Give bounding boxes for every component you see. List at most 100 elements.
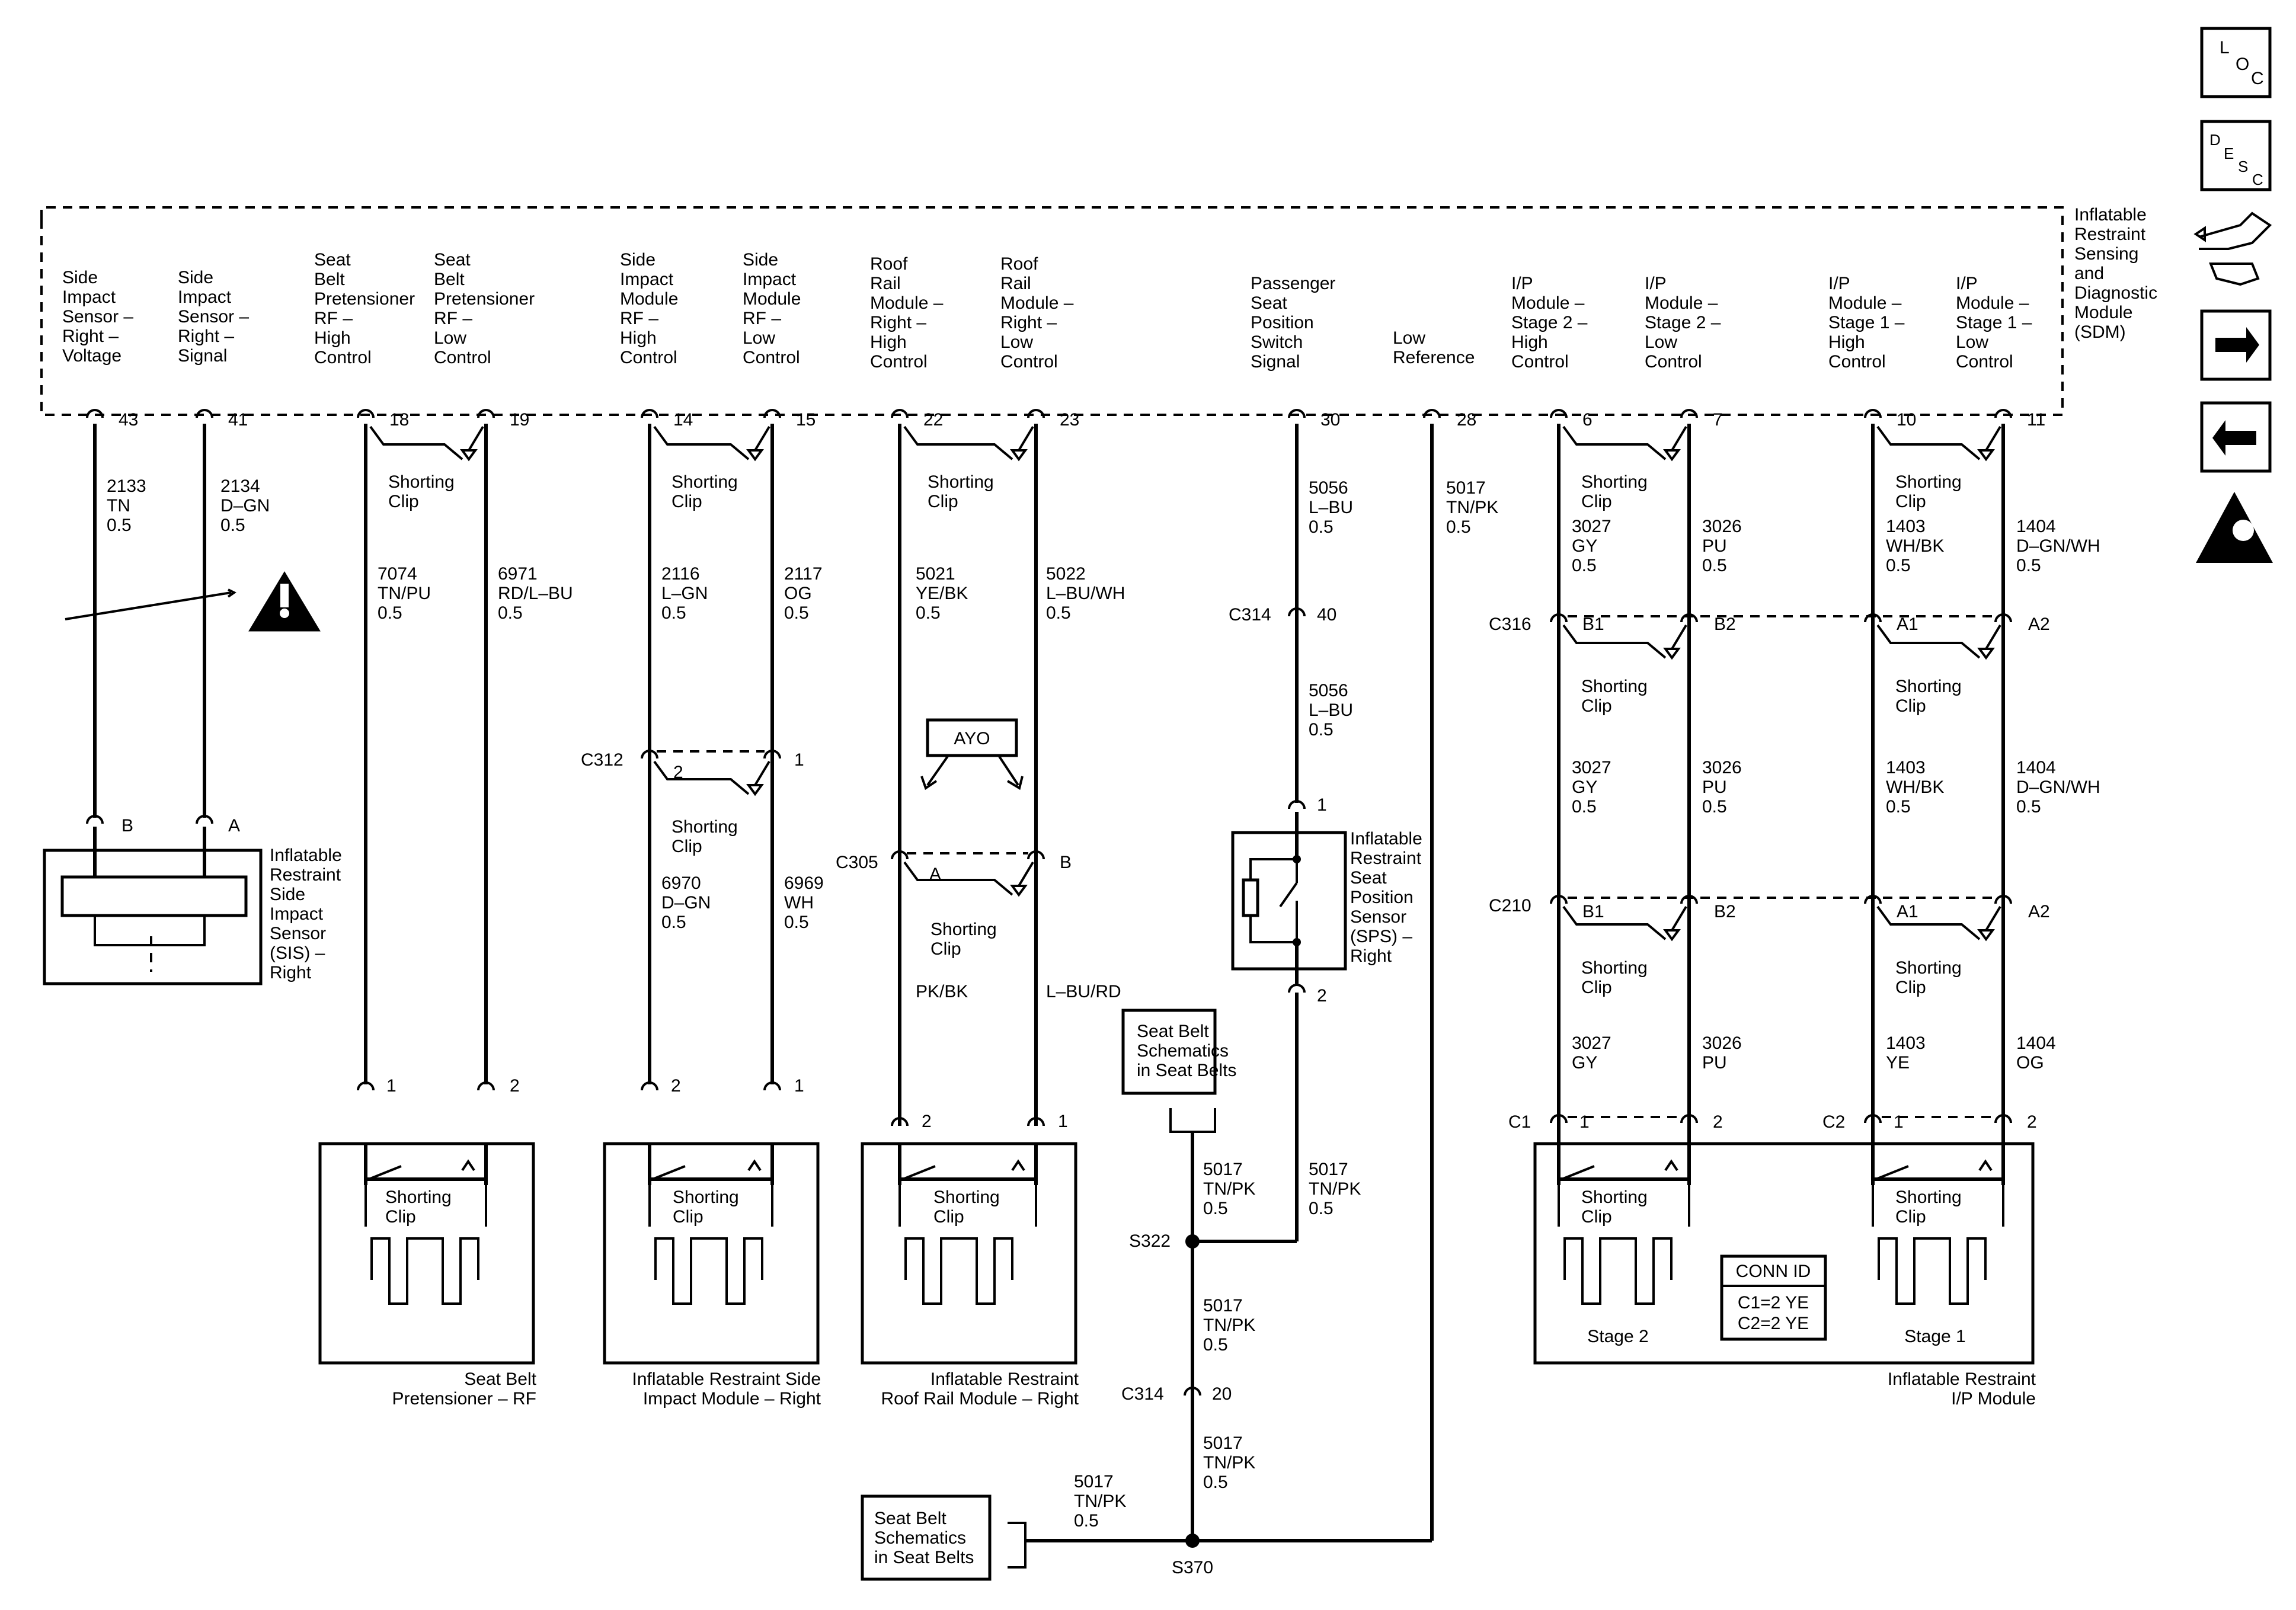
pin-number: 1	[386, 1076, 396, 1096]
wire-label: YE/BK	[916, 584, 968, 603]
desc-icon-letter: E	[2224, 145, 2234, 162]
sdm-pin-30	[1288, 409, 1306, 418]
roof-rail-title: Inflatable Restraint	[930, 1369, 1079, 1389]
pin-number: 19	[510, 410, 529, 430]
pin-label: Side	[743, 250, 778, 270]
wire-label: 0.5	[1309, 517, 1334, 537]
wire-label: OG	[2016, 1053, 2044, 1073]
connector-cavity	[641, 1081, 658, 1091]
pin-label: RF –	[314, 309, 353, 328]
connector-cavity	[1288, 607, 1306, 617]
wire-label: 0.5	[2016, 556, 2041, 575]
ayo-box	[926, 718, 1018, 757]
seat-belt-ref-1	[1121, 1009, 1217, 1095]
pin-label: Reference	[1393, 348, 1475, 367]
shorting-clip-contact	[1977, 929, 1995, 942]
shorting-clip-contact	[1010, 885, 1028, 897]
connector-cavity	[1994, 1114, 2012, 1124]
desc-icon[interactable]	[2200, 120, 2272, 191]
pin-label: Low	[434, 328, 466, 348]
pin-label: Rail	[1000, 274, 1031, 293]
connector-cavity	[891, 850, 909, 860]
pin-label: Stage 1 –	[1828, 313, 1905, 332]
sis-pin-a	[196, 815, 213, 824]
shorting-clip-contact	[1663, 929, 1681, 942]
pin-number: A1	[1897, 614, 1918, 634]
shorting-clip-label: Shorting	[671, 472, 738, 492]
shorting-clip-contact	[1663, 648, 1681, 660]
sdm-pin-15	[763, 409, 781, 418]
pin-label: Signal	[1251, 352, 1300, 372]
wire-label: 0.5	[378, 603, 402, 623]
ref-bracket	[1169, 1108, 1216, 1133]
twisted-pair-arrow	[227, 588, 236, 598]
connector-tool-icon	[2198, 212, 2272, 250]
wire-label: TN	[107, 496, 130, 516]
pretensioner-title: Seat Belt	[464, 1369, 536, 1389]
shorting-clip-label: Clip	[671, 837, 702, 856]
wire-label: PU	[1702, 1053, 1727, 1073]
wire-label: 2116	[661, 564, 700, 584]
shorting-clip-arm	[754, 760, 770, 786]
connector-id: C1	[1508, 1112, 1531, 1132]
sis-title: Side	[270, 885, 305, 904]
wire-label: 6970	[661, 873, 701, 893]
squib-element	[370, 1237, 479, 1305]
wire-label: 1403	[1886, 758, 1926, 777]
pin-label: Seat	[434, 250, 471, 270]
sdm-title: Sensing	[2074, 244, 2138, 264]
wire-label: 5017	[1203, 1296, 1243, 1315]
connector-cavity	[1864, 613, 1882, 623]
wire-label: TN/PK	[1203, 1453, 1255, 1473]
desc-icon-letter: D	[2209, 131, 2221, 149]
shorting-clip-switch	[1562, 905, 1667, 940]
pin-label: Low	[1393, 328, 1425, 348]
sdm-title: and	[2074, 264, 2104, 283]
shorting-clip-label: Clip	[1895, 1207, 1926, 1227]
shorting-clip-label: Shorting	[1895, 1188, 1962, 1207]
pin-number: B1	[1582, 614, 1604, 634]
pin-label: Side	[178, 268, 213, 287]
shorting-clip-label: Shorting	[1895, 677, 1962, 696]
pin-number: A	[228, 816, 240, 836]
pin-number: A1	[1897, 902, 1918, 921]
sdm-pin-6	[1550, 409, 1568, 418]
pin-number: 2	[510, 1076, 520, 1096]
squib-switch	[902, 1165, 936, 1180]
pin-label: High	[1511, 332, 1548, 352]
wire-label: WH/BK	[1886, 536, 1944, 556]
sis-title: Impact	[270, 904, 324, 924]
sdm-pin-18	[357, 409, 375, 418]
wire-label: GY	[1572, 777, 1597, 797]
shorting-clip-arm	[1018, 861, 1034, 887]
shorting-clip-label: Clip	[671, 492, 702, 511]
wire-label: 0.5	[1572, 556, 1597, 575]
loc-icon-letter: C	[2251, 69, 2264, 88]
connector-cavity	[1550, 895, 1568, 904]
pin-label: Belt	[314, 270, 345, 289]
pin-label: Position	[1251, 313, 1314, 332]
wire-label: D–GN	[220, 496, 270, 516]
pin-label: I/P	[1511, 274, 1533, 293]
sdm-pin-43	[86, 409, 104, 418]
pin-label: Module	[743, 289, 801, 309]
pin-label: Module –	[1828, 293, 1902, 313]
connector-cavity	[1550, 613, 1568, 623]
sdm-pin-19	[477, 409, 495, 418]
wire-label: PU	[1702, 536, 1727, 556]
loc-icon[interactable]	[2200, 27, 2272, 98]
connector-cavity	[1027, 850, 1045, 860]
side-module-title: Impact Module – Right	[643, 1389, 821, 1409]
conn-id-row: C2=2 YE	[1738, 1314, 1809, 1333]
warning-icon-bar	[280, 584, 289, 607]
wire-label: L–BU/RD	[1046, 982, 1121, 1001]
sdm-pin-14	[641, 409, 658, 418]
wire-label: WH	[784, 893, 814, 913]
pin-number: 2	[1713, 1112, 1723, 1132]
wire-label: TN/PK	[1203, 1179, 1255, 1199]
wire-label: WH/BK	[1886, 777, 1944, 797]
shorting-clip-contact	[1977, 648, 1995, 660]
wire-label: L–BU	[1309, 498, 1353, 517]
shorting-clip-contact	[746, 784, 764, 796]
connector-cavity	[1184, 1387, 1201, 1396]
